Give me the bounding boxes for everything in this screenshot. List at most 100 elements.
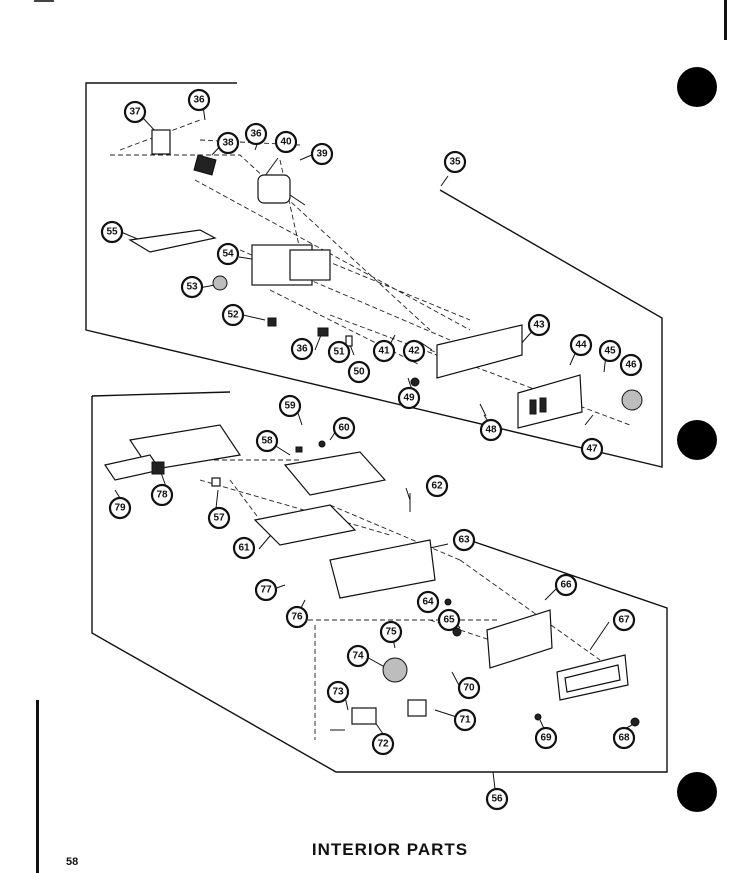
- callout-number: 52: [227, 310, 239, 321]
- callout-circle: [402, 339, 426, 363]
- callout-circle: [425, 474, 449, 498]
- callout-number: 58: [261, 436, 273, 447]
- callout-circle: [100, 220, 124, 244]
- part-callout: 76: [285, 605, 309, 629]
- callout-number: 47: [586, 444, 598, 455]
- connector-block-part: [151, 461, 165, 475]
- part-callout: 70: [457, 676, 481, 700]
- part-callout: 79: [108, 496, 132, 520]
- callout-circle: [346, 644, 370, 668]
- callout-circle: [527, 313, 551, 337]
- callout-circle: [397, 386, 421, 410]
- callout-circle: [332, 416, 356, 440]
- alignment-line: [110, 119, 631, 426]
- callout-circle: [221, 303, 245, 327]
- callout-number: 54: [222, 249, 234, 260]
- part-callout: 38: [216, 131, 240, 155]
- part-callout: 60: [332, 416, 356, 440]
- knob-part: [621, 389, 643, 411]
- page-number: 58: [66, 856, 79, 868]
- callout-number: 48: [485, 425, 497, 436]
- clip-part: [317, 327, 329, 337]
- part-callout: 44: [569, 333, 593, 357]
- part-callout: 37: [123, 100, 147, 124]
- callout-number: 72: [377, 739, 389, 750]
- part-callout: 49: [397, 386, 421, 410]
- knob-nut-part: [630, 717, 640, 727]
- callout-circle: [580, 437, 604, 461]
- part-callout: 36: [290, 337, 314, 361]
- scan-edge-mark: [724, 0, 727, 40]
- part-callout: 68: [612, 726, 636, 750]
- callout-circle: [443, 150, 467, 174]
- face-plate-part: [517, 374, 583, 429]
- callout-number: 64: [422, 597, 434, 608]
- chassis-bracket-side: [289, 249, 331, 281]
- bottom-plate-part: [253, 504, 357, 546]
- callout-number: 57: [213, 513, 225, 524]
- callout-circle: [379, 620, 403, 644]
- callout-number: 40: [280, 137, 292, 148]
- callout-number: 50: [353, 367, 365, 378]
- callout-number: 75: [385, 627, 397, 638]
- callout-circle: [123, 100, 147, 124]
- callout-circle: [347, 360, 371, 384]
- callout-number: 62: [431, 481, 443, 492]
- part-callout: 54: [216, 242, 240, 266]
- part-callout: 71: [453, 708, 477, 732]
- part-callout: 52: [221, 303, 245, 327]
- callout-number: 63: [458, 535, 470, 546]
- lower-assembly-frame-top: [91, 391, 231, 397]
- screw-part: [479, 403, 487, 417]
- callout-number: 74: [352, 651, 364, 662]
- front-panel-bracket-part: [329, 539, 436, 599]
- punch-hole: [677, 772, 717, 812]
- callout-circle: [216, 242, 240, 266]
- callout-number: 38: [222, 138, 234, 149]
- callout-number: 69: [540, 733, 552, 744]
- part-callout: 53: [180, 275, 204, 299]
- callout-number: 68: [618, 733, 630, 744]
- callout-number: 78: [156, 490, 168, 501]
- part-callout: 59: [278, 394, 302, 418]
- part-callout: 50: [347, 360, 371, 384]
- nut-part: [410, 377, 420, 387]
- shield-plate-part: [283, 451, 387, 496]
- callout-circle: [452, 528, 476, 552]
- dial-window-inner: [564, 664, 621, 693]
- callout-circle: [453, 708, 477, 732]
- part-callout: 39: [310, 142, 334, 166]
- part-callout: 67: [612, 608, 636, 632]
- callout-circle: [457, 676, 481, 700]
- callout-number: 73: [332, 687, 344, 698]
- callout-circle: [244, 122, 268, 146]
- callout-number: 53: [186, 282, 198, 293]
- part-callout: 36: [187, 88, 211, 112]
- screw-part: [345, 335, 353, 347]
- slot-part: [529, 399, 537, 415]
- part-callout: 46: [619, 353, 643, 377]
- callout-circle: [598, 339, 622, 363]
- callout-number: 37: [129, 107, 141, 118]
- callout-number: 36: [296, 344, 308, 355]
- callout-number: 61: [238, 543, 250, 554]
- mounting-bracket-part: [351, 707, 377, 725]
- part-callout: 73: [326, 680, 350, 704]
- callout-circle: [180, 275, 204, 299]
- disc-part: [382, 657, 408, 683]
- callout-number: 76: [291, 612, 303, 623]
- part-callout: 61: [232, 536, 256, 560]
- callout-circle: [534, 726, 558, 750]
- callout-circle: [619, 353, 643, 377]
- callout-number: 49: [403, 393, 415, 404]
- callout-number: 45: [604, 346, 616, 357]
- callout-number: 56: [491, 794, 503, 805]
- callout-circle: [310, 142, 334, 166]
- callout-circle: [485, 787, 509, 811]
- callout-circle: [254, 578, 278, 602]
- front-bracket-part: [436, 324, 523, 379]
- escutcheon-part: [486, 609, 553, 669]
- socket-part: [407, 699, 427, 717]
